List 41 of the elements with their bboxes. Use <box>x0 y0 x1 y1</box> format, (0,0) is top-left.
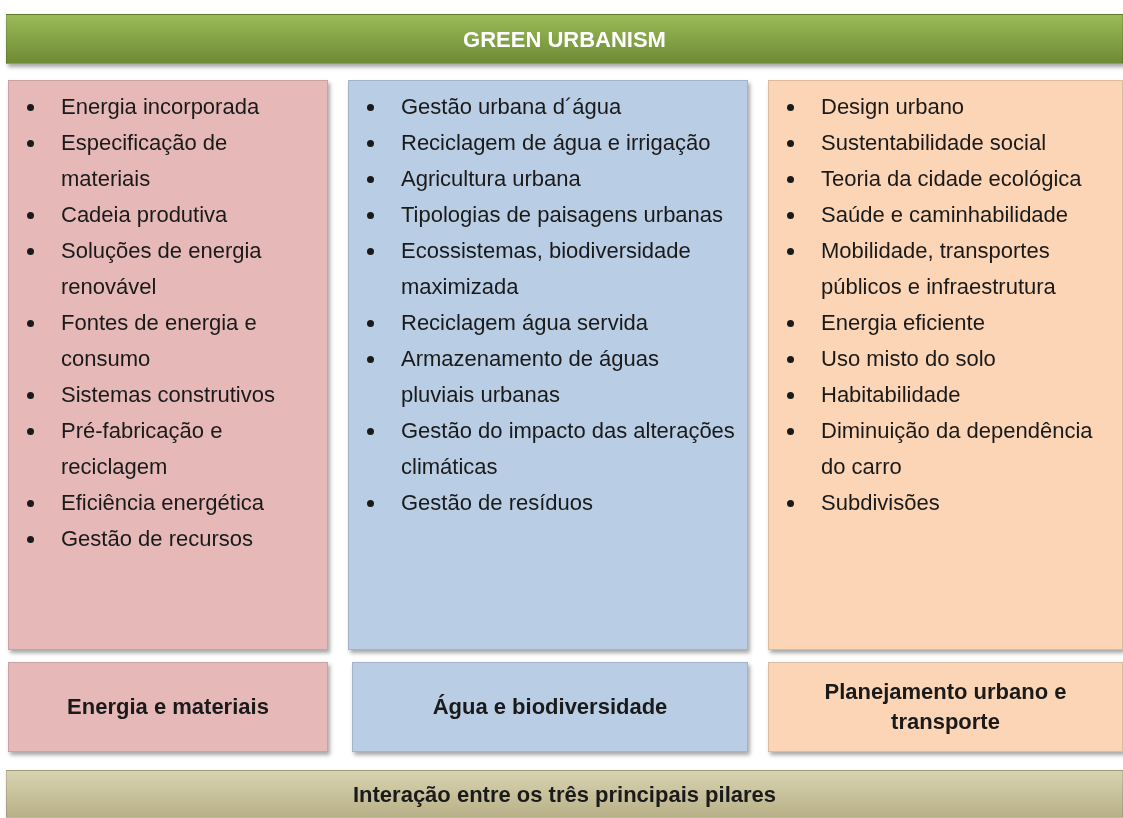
list-item: Energia incorporada <box>61 94 260 119</box>
list-item: Energia eficiente <box>821 310 985 335</box>
list-item: Agricultura urbana <box>401 166 581 191</box>
list-item: Ecossistemas, biodiversidade maximizada <box>401 238 691 299</box>
list-item: Eficiência energética <box>61 490 264 515</box>
pillar-box <box>768 662 1123 752</box>
list-item: Reciclagem de água e irrigação <box>401 130 711 155</box>
footer-banner <box>6 770 1123 818</box>
list-item: Cadeia produtiva <box>61 202 228 227</box>
list-item: Sustentabilidade social <box>821 130 1047 155</box>
heading-text: Interação entre os três principais pilares <box>352 780 777 809</box>
list-item: Gestão de recursos <box>61 526 253 551</box>
pillar-box <box>8 662 328 752</box>
heading-text: Energia e materiais <box>66 693 270 721</box>
list-item: Gestão do impacto das alterações climáticas <box>401 418 735 479</box>
list-item: Uso misto do solo <box>821 346 996 371</box>
list-item: Sistemas construtivos <box>61 382 275 407</box>
list-item: Habitabilidade <box>821 382 961 407</box>
heading-text: Água e biodiversidade <box>431 693 669 721</box>
list-item: Gestão de resíduos <box>401 490 593 515</box>
list-item: Subdivisões <box>821 490 940 515</box>
title-banner <box>6 14 1123 64</box>
heading-text: Planejamento urbano e transporte <box>823 678 1068 736</box>
list-item: Mobilidade, transportes públicos e infraestrutura <box>821 238 1056 299</box>
list-item: Fontes de energia e consumo <box>61 310 257 371</box>
list-item: Pré-fabricação e reciclagem <box>61 418 223 479</box>
list-item: Diminuição da dependência do carro <box>821 418 1093 479</box>
pillar-box <box>352 662 748 752</box>
topic-list-panel <box>768 80 1123 650</box>
list-item: Saúde e caminhabilidade <box>821 202 1069 227</box>
list-item: Reciclagem água servida <box>401 310 649 335</box>
list-item: Armazenamento de águas pluviais urbanas <box>401 346 660 407</box>
list-item: Gestão urbana d´água <box>401 94 622 119</box>
list-item: Tipologias de paisagens urbanas <box>401 202 724 227</box>
list-item: Soluções de energia renovável <box>61 238 262 299</box>
list-item: Especificação de materiais <box>61 130 228 191</box>
topic-list-panel <box>348 80 748 650</box>
list-item: Teoria da cidade ecológica <box>821 166 1082 191</box>
list-item: Design urbano <box>821 94 965 119</box>
topic-list-panel <box>8 80 328 650</box>
heading-text: GREEN URBANISM <box>463 25 666 54</box>
